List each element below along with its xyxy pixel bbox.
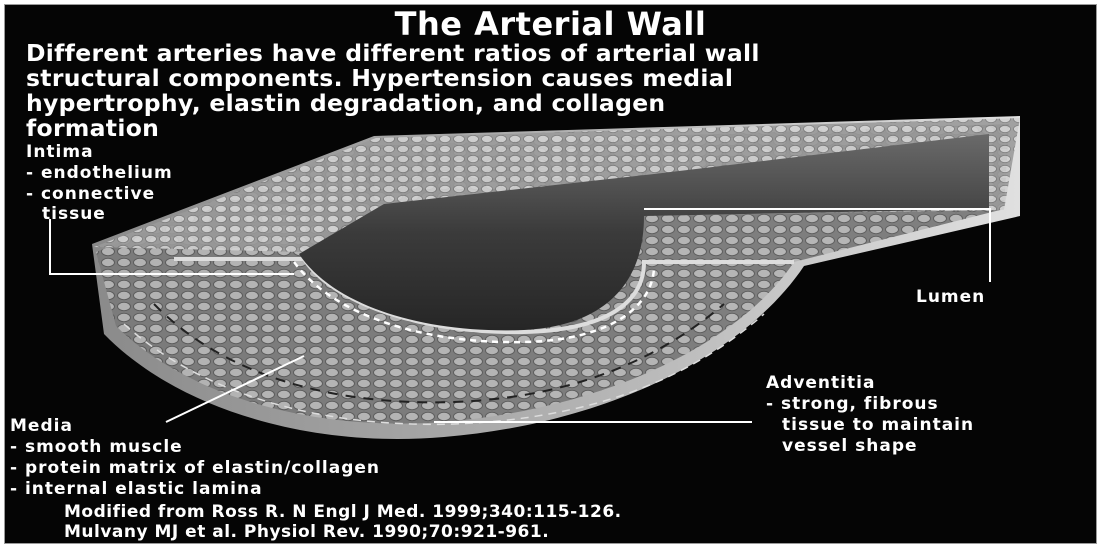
lumen-label: Lumen (916, 289, 985, 306)
adventitia-line-1: - strong, fibrous (766, 396, 939, 413)
adventitia-line-3: vessel shape (782, 438, 918, 455)
media-line-2: - protein matrix of elastin/collagen (10, 460, 380, 477)
citation-line-2: Mulvany MJ et al. Physiol Rev. 1990;70:9… (64, 524, 549, 541)
subtitle-line-3: hypertrophy, elastin degradation, and co… (26, 92, 665, 116)
intima-line-3: tissue (42, 206, 106, 223)
subtitle-line-1: Different arteries have different ratios… (26, 42, 760, 66)
intima-line-2: - connective (26, 186, 155, 203)
slide-panel: The Arterial Wall Different arteries hav… (4, 4, 1097, 544)
slide-title: The Arterial Wall (4, 8, 1097, 40)
citation-line-1: Modified from Ross R. N Engl J Med. 1999… (64, 504, 622, 521)
adventitia-heading: Adventitia (766, 375, 875, 392)
intima-line-1: - endothelium (26, 165, 173, 182)
media-heading: Media (10, 418, 73, 435)
media-line-3: - internal elastic lamina (10, 481, 263, 498)
subtitle-line-2: structural components. Hypertension caus… (26, 67, 733, 91)
adventitia-line-2: tissue to maintain (782, 417, 974, 434)
media-line-1: - smooth muscle (10, 439, 183, 456)
subtitle-line-4: formation (26, 117, 159, 141)
intima-heading: Intima (26, 144, 94, 161)
